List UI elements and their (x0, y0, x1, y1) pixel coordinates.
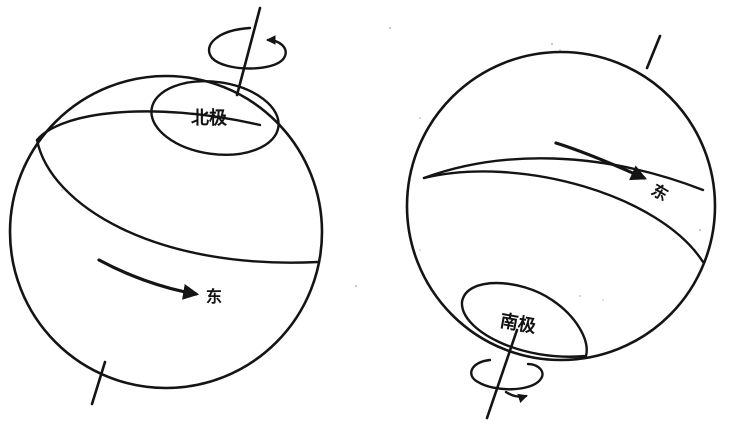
south-rotation-arrow-tip-icon (506, 392, 526, 397)
south-globe-outline (407, 52, 715, 360)
north-rotation-arrow-icon (209, 28, 286, 69)
north-east-label: 东 (206, 287, 222, 306)
north-pole-label: 北极 (191, 108, 228, 129)
globe-north: 北极 东 (10, 8, 322, 404)
south-axis-top (647, 36, 660, 68)
south-rotation-arrow-icon (471, 360, 542, 389)
north-equator-lower (37, 140, 318, 263)
south-pole-label: 南极 (498, 310, 538, 338)
north-axis-top (237, 8, 260, 95)
north-axis-bottom (92, 362, 105, 404)
north-east-arrow-icon (99, 260, 196, 294)
globe-south: 南极 东 (407, 36, 715, 418)
north-globe-outline (10, 76, 322, 388)
south-east-label: 东 (648, 180, 671, 204)
